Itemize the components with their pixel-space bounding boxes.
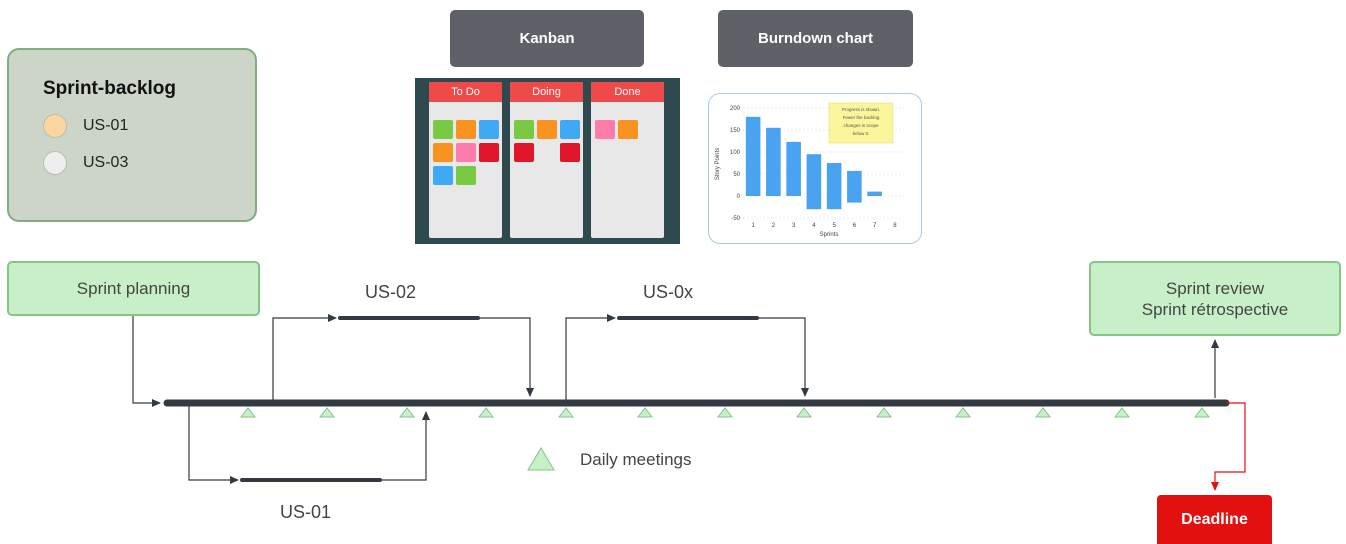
daily-meeting-marker — [875, 407, 893, 418]
kanban-card — [514, 143, 534, 162]
burndown-sticky-note — [828, 102, 894, 144]
burndown-xtick-label: 6 — [853, 223, 857, 229]
deadline-arrow — [1211, 402, 1246, 491]
daily-meeting-marker — [716, 407, 734, 418]
burndown-xtick-label: 1 — [751, 223, 755, 229]
us01-start-arrow — [188, 403, 239, 484]
burndown-note-line: below 0. — [853, 131, 870, 136]
kanban-column-done: Done — [591, 82, 664, 238]
burndown-xlabel: Sprints — [820, 232, 839, 238]
kanban-card — [618, 120, 638, 139]
us0x-label: US-0x — [643, 282, 694, 302]
daily-meeting-marker — [557, 407, 575, 418]
daily-meeting-marker — [398, 407, 416, 418]
daily-meeting-marker — [636, 407, 654, 418]
kanban-column-header: To Do — [429, 82, 502, 102]
us0x-start-arrow — [565, 314, 616, 403]
us01-end-arrow — [380, 411, 430, 481]
kanban-button[interactable]: Kanban — [450, 10, 644, 67]
us0x-end-arrow — [757, 317, 809, 397]
burndown-note-line: changes in scope — [843, 123, 879, 128]
burndown-ytick-label: 200 — [730, 106, 741, 112]
burndown-xtick-label: 8 — [893, 223, 897, 229]
burndown-note-line: Progress is shown. — [842, 107, 880, 112]
burndown-chart-button[interactable]: Burndown chart — [718, 10, 913, 67]
us02-label: US-02 — [365, 282, 417, 302]
burndown-bar — [867, 191, 882, 196]
kanban-card — [560, 143, 580, 162]
sprint-retrospective-label: Sprint rétrospective — [1141, 299, 1289, 319]
kanban-column-todo: To Do — [429, 82, 502, 238]
burndown-bar — [826, 163, 842, 210]
kanban-card — [456, 143, 476, 162]
kanban-card — [479, 120, 499, 139]
kanban-card — [433, 120, 453, 139]
burndown-ytick-label: 150 — [730, 128, 741, 134]
kanban-card — [537, 120, 557, 139]
burndown-bar — [806, 154, 822, 210]
burndown-ytick-label: 100 — [730, 150, 741, 156]
deadline-box: Deadline — [1157, 495, 1272, 544]
backlog-item-label: US-01 — [83, 117, 129, 134]
daily-meeting-marker — [1113, 407, 1131, 418]
burndown-bar — [766, 127, 781, 196]
kanban-card — [456, 166, 476, 185]
kanban-card — [433, 143, 453, 162]
burndown-ytick-label: 50 — [733, 172, 740, 178]
sprint-planning-box: Sprint planning — [7, 261, 260, 316]
kanban-card — [595, 120, 615, 139]
us02-start-arrow — [272, 314, 337, 403]
burndown-ytick-label: -50 — [731, 216, 740, 222]
sprint-review-label: Sprint review — [1165, 278, 1265, 298]
burndown-bar — [745, 116, 761, 196]
daily-meeting-marker — [318, 407, 336, 418]
us02-end-arrow — [478, 317, 534, 397]
backlog-item-label: US-03 — [83, 154, 129, 171]
kanban-card — [479, 143, 499, 162]
kanban-column-header: Doing — [510, 82, 583, 102]
backlog-title: Sprint-backlog — [43, 78, 177, 99]
burndown-ylabel: Story Points — [715, 148, 721, 180]
kanban-card — [514, 120, 534, 139]
daily-meeting-marker — [1034, 407, 1052, 418]
sprint-planning-label: Sprint planning — [76, 279, 191, 298]
us01-label: US-01 — [280, 502, 332, 522]
burndown-chart: 200 150 100 50 0 -50 1 2 3 4 5 6 7 8 Story Points Sp… — [715, 102, 905, 238]
sprint-review-box: Sprint review Sprint rétrospective — [1089, 261, 1341, 336]
kanban-card — [456, 120, 476, 139]
backlog-item: US-01 — [43, 113, 128, 139]
burndown-xtick-label: 2 — [772, 223, 776, 229]
burndown-ytick-label: 0 — [737, 194, 741, 200]
kanban-card — [433, 166, 453, 185]
daily-meeting-legend-icon — [527, 447, 555, 471]
daily-meeting-marker — [1193, 407, 1211, 418]
backlog-dot-icon — [43, 151, 67, 175]
burndown-xtick-label: 5 — [832, 223, 836, 229]
daily-meeting-marker — [239, 407, 257, 418]
burndown-bar — [847, 170, 862, 203]
sprint-backlog-panel: Sprint-backlog US-01 US-03 — [7, 48, 257, 222]
kanban-board: To Do Doing Done — [415, 78, 680, 244]
burndown-bar — [786, 141, 801, 196]
daily-meeting-marker — [954, 407, 972, 418]
backlog-dot-icon — [43, 114, 67, 138]
burndown-chart-card: 200 150 100 50 0 -50 1 2 3 4 5 6 7 8 Story Points Sp… — [708, 93, 922, 244]
daily-meeting-marker — [795, 407, 813, 418]
daily-meetings-legend-label: Daily meetings — [580, 450, 692, 469]
daily-meeting-marker — [477, 407, 495, 418]
backlog-item: US-03 — [43, 150, 128, 176]
burndown-xtick-label: 7 — [873, 223, 877, 229]
kanban-column-header: Done — [591, 82, 664, 102]
kanban-column-doing: Doing — [510, 82, 583, 238]
kanban-card — [560, 120, 580, 139]
burndown-xtick-label: 3 — [792, 223, 796, 229]
burndown-xtick-label: 4 — [812, 223, 816, 229]
burndown-note-line: Fewer the backlog — [843, 115, 880, 120]
planning-arrow — [132, 316, 161, 407]
